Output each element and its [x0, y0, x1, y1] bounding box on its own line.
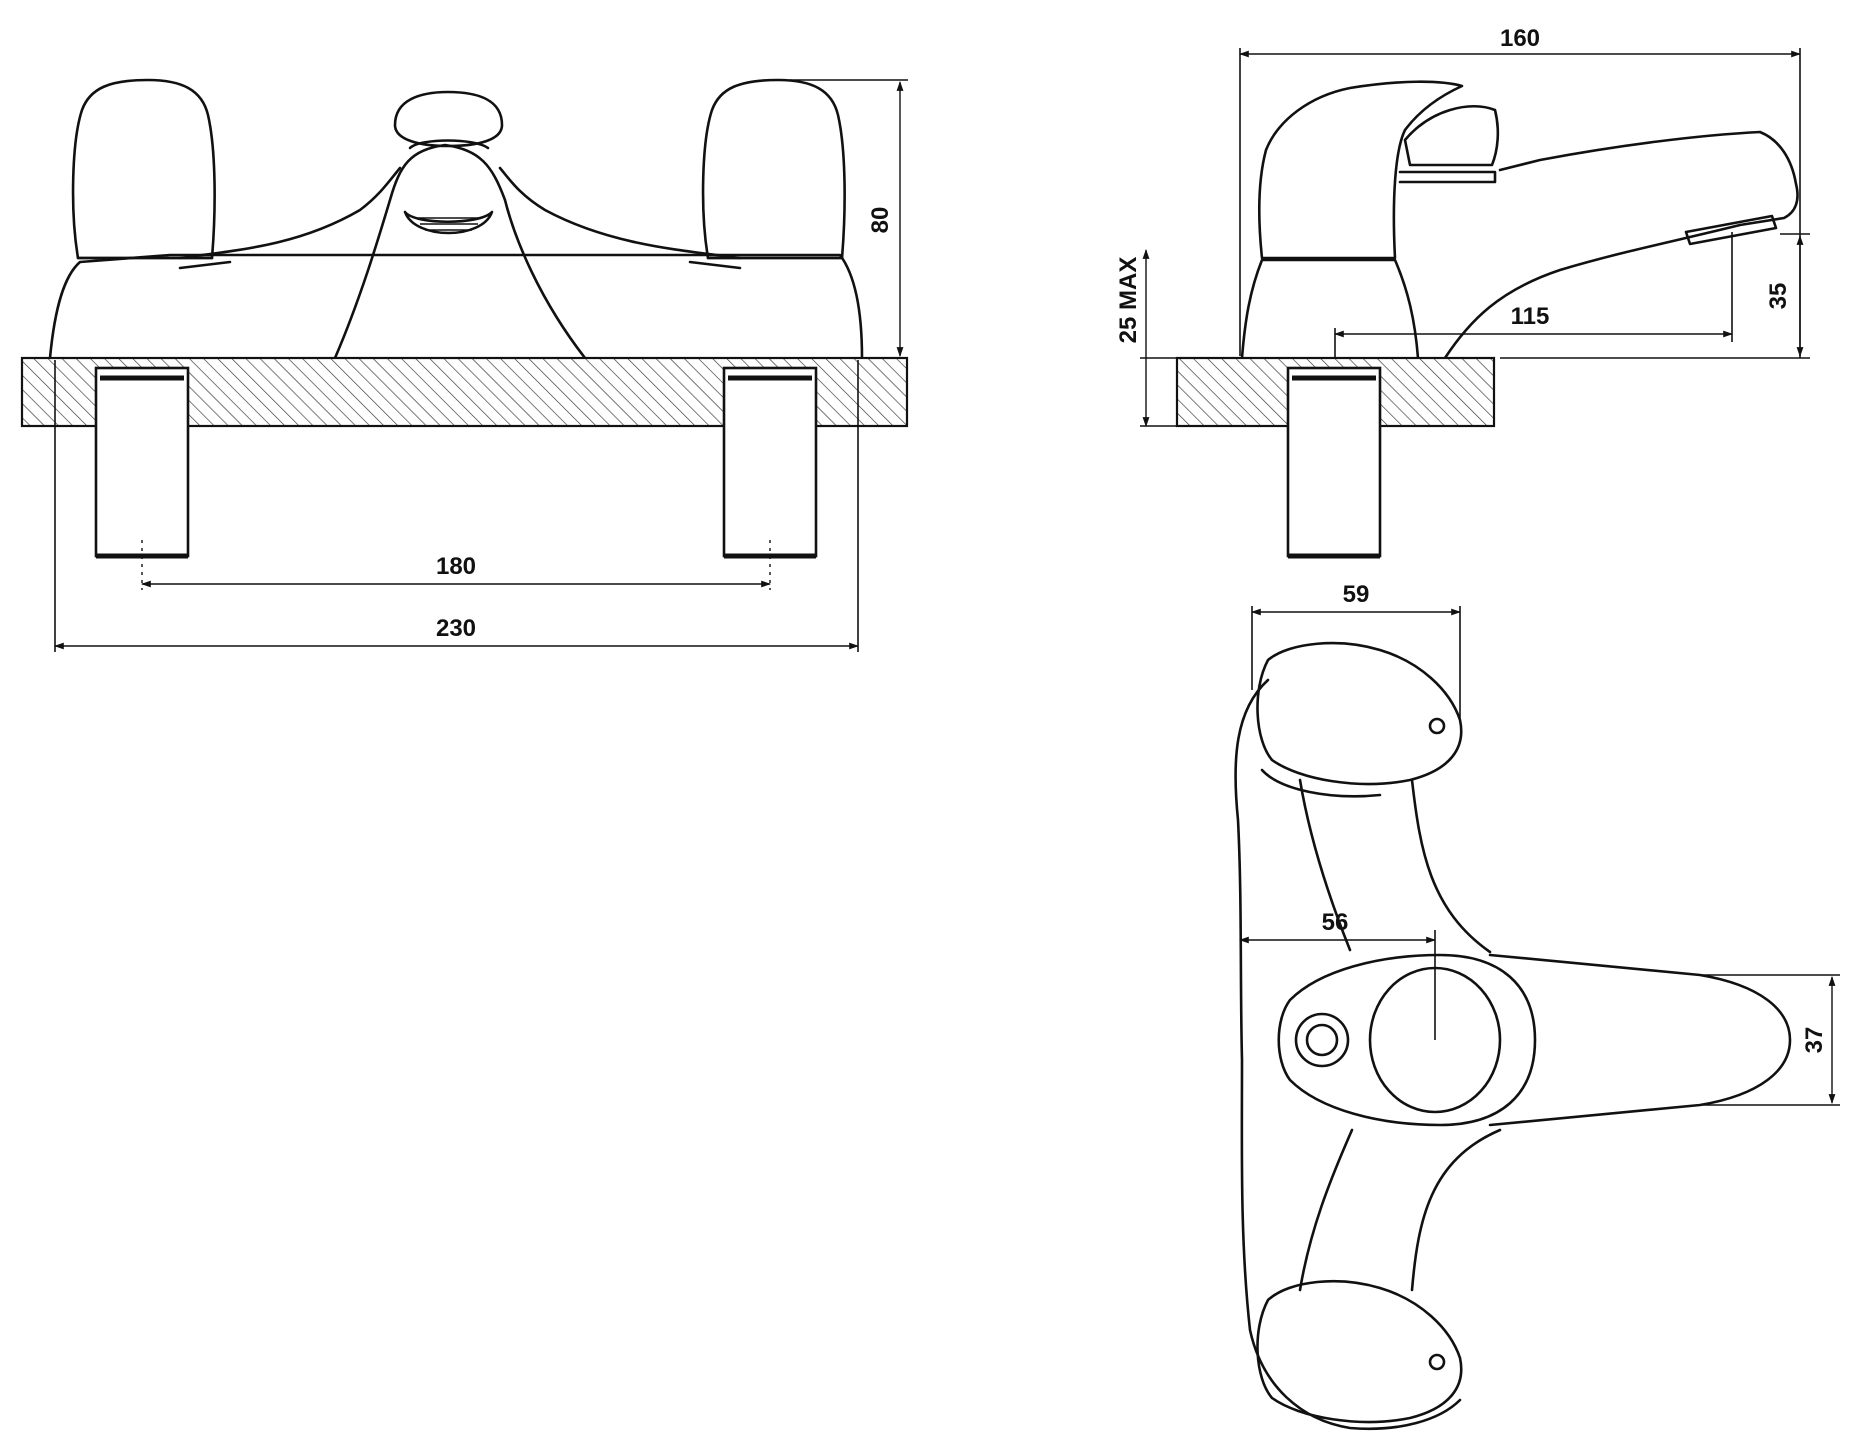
- front-spout-body: [333, 143, 587, 360]
- side-handle: [1258, 80, 1464, 260]
- top-view: 59 56 37: [1234, 581, 1840, 1431]
- top-upper-handle: [1256, 641, 1463, 786]
- front-right-tail: [722, 366, 818, 558]
- top-upper-handle-indicator: [1428, 717, 1446, 735]
- dim-label-overall-width: 230: [436, 615, 476, 642]
- top-body-outline: [1234, 678, 1462, 1431]
- front-aerator-mesh: [418, 217, 480, 231]
- top-central-hub: [1277, 953, 1537, 1127]
- front-body-outline: [48, 253, 864, 360]
- top-neck-left: [1298, 778, 1354, 1292]
- front-diverter-knob: [393, 90, 504, 148]
- side-spout: [1443, 130, 1799, 360]
- dim-label-height: 80: [867, 207, 894, 234]
- front-right-arm: [498, 166, 742, 260]
- front-left-arm: [178, 166, 402, 260]
- front-right-handle: [701, 78, 846, 260]
- side-view: 160 115 35 25 MAX: [1115, 25, 1810, 559]
- top-spout: [1488, 953, 1792, 1127]
- dim-label-spout-width: 37: [1801, 1027, 1828, 1054]
- side-diverter-stem: [1398, 170, 1497, 184]
- front-view: 180 230 80: [20, 78, 909, 652]
- top-lower-handle: [1256, 1280, 1463, 1424]
- dim-label-spout-height: 35: [1765, 283, 1792, 310]
- side-tail: [1286, 366, 1382, 558]
- top-neck-right: [1410, 778, 1502, 1292]
- dim-label-spout-offset: 56: [1322, 909, 1349, 936]
- front-spout-collar: [408, 139, 490, 150]
- front-aerator: [403, 210, 494, 235]
- front-left-handle: [71, 78, 216, 260]
- side-body: [1240, 258, 1420, 360]
- top-mixer-inner-ring: [1305, 1023, 1339, 1057]
- dim-label-centres: 180: [436, 553, 476, 580]
- side-spout-outlet: [1684, 214, 1778, 246]
- top-lower-handle-indicator: [1428, 1353, 1446, 1371]
- dim-label-overall-length: 160: [1500, 25, 1540, 52]
- top-upper-handle-shadow: [1260, 768, 1382, 798]
- dim-label-handle-width: 59: [1343, 581, 1370, 608]
- dim-label-deck-thickness: 25 MAX: [1115, 257, 1142, 344]
- top-mixer-outer-ring: [1294, 1012, 1350, 1068]
- side-diverter: [1403, 104, 1500, 167]
- dim-label-spout-projection: 115: [1511, 303, 1550, 330]
- front-left-tail: [94, 366, 190, 558]
- front-arm-underside: [178, 260, 742, 270]
